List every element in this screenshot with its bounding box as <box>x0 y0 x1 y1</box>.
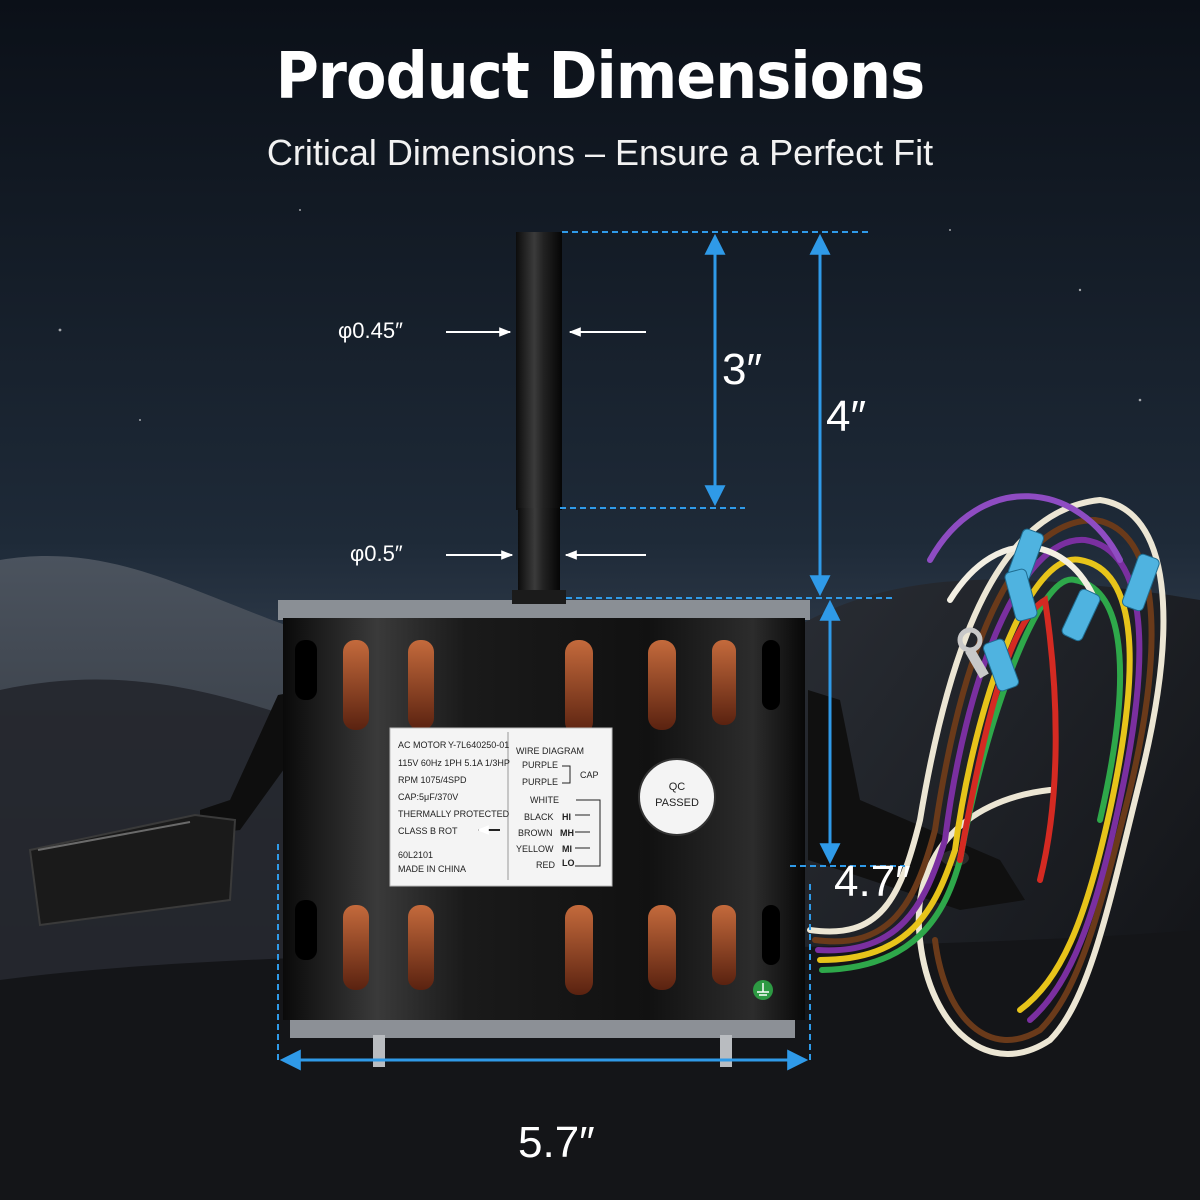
page-subtitle: Critical Dimensions – Ensure a Perfect F… <box>266 132 934 173</box>
wire-brown: BROWN <box>518 828 553 838</box>
wire-diagram-title: WIRE DIAGRAM <box>516 746 584 756</box>
qc-line-2: PASSED <box>655 797 699 809</box>
lower-vent-slots <box>295 900 780 995</box>
wire-white: WHITE <box>530 795 559 805</box>
wire-red: RED <box>536 860 556 870</box>
label-origin: MADE IN CHINA <box>398 864 466 874</box>
left-mounting-stud <box>373 1035 385 1067</box>
body-height-label: 4.7″ <box>834 857 911 906</box>
speed-lo: LO <box>562 858 575 868</box>
ground-symbol-icon <box>753 980 773 1000</box>
upper-vent-slots <box>295 640 780 735</box>
qc-passed-sticker: QC PASSED <box>638 758 716 836</box>
stars <box>58 209 1142 421</box>
label-model-prefix: AC MOTOR <box>398 740 447 750</box>
ring-terminal <box>957 627 989 679</box>
speed-mh: MH <box>560 828 574 838</box>
motor-shaft-flat <box>516 232 562 510</box>
motor-nameplate: AC MOTOR Y-7L640250-01 115V 60Hz 1PH 5.1… <box>389 727 613 887</box>
wire-purple-1: PURPLE <box>522 760 558 770</box>
body-width-label: 5.7″ <box>518 1118 595 1167</box>
dimension-lines <box>277 231 905 1071</box>
label-model-number: Y-7L640250-01 <box>448 740 509 750</box>
label-spec-3: CAP:5μF/370V <box>398 792 458 802</box>
shaft-base-diameter-label: φ0.5″ <box>350 541 403 566</box>
qc-line-1: QC <box>669 781 686 793</box>
wire-cap-label: CAP <box>580 770 599 780</box>
label-spec-5: CLASS B ROT <box>398 826 458 836</box>
motor-shaft-round <box>518 508 560 594</box>
page-title: Product Dimensions <box>275 40 926 114</box>
wire-black: BLACK <box>524 812 554 822</box>
speed-hi: HI <box>562 812 571 822</box>
label-spec-4: THERMALLY PROTECTED <box>398 809 510 819</box>
label-spec-2: RPM 1075/4SPD <box>398 775 467 785</box>
wire-yellow: YELLOW <box>516 844 554 854</box>
label-spec-1: 115V 60Hz 1PH 5.1A 1/3HP <box>398 758 510 768</box>
shaft-top-diameter-label: φ0.45″ <box>338 318 403 343</box>
left-bracket-arm <box>200 690 305 835</box>
motor-top-flange <box>278 600 810 620</box>
motor-bottom-flange <box>290 1020 795 1038</box>
right-bracket-arm <box>808 690 1025 910</box>
label-code: 60L2101 <box>398 850 433 860</box>
wire-terminals <box>983 528 1160 692</box>
speed-mi: MI <box>562 844 572 854</box>
shaft-flat-length-label: 3″ <box>722 345 763 394</box>
right-mounting-stud <box>720 1035 732 1067</box>
shaft-total-length-label: 4″ <box>826 392 867 441</box>
wire-purple-2: PURPLE <box>522 777 558 787</box>
